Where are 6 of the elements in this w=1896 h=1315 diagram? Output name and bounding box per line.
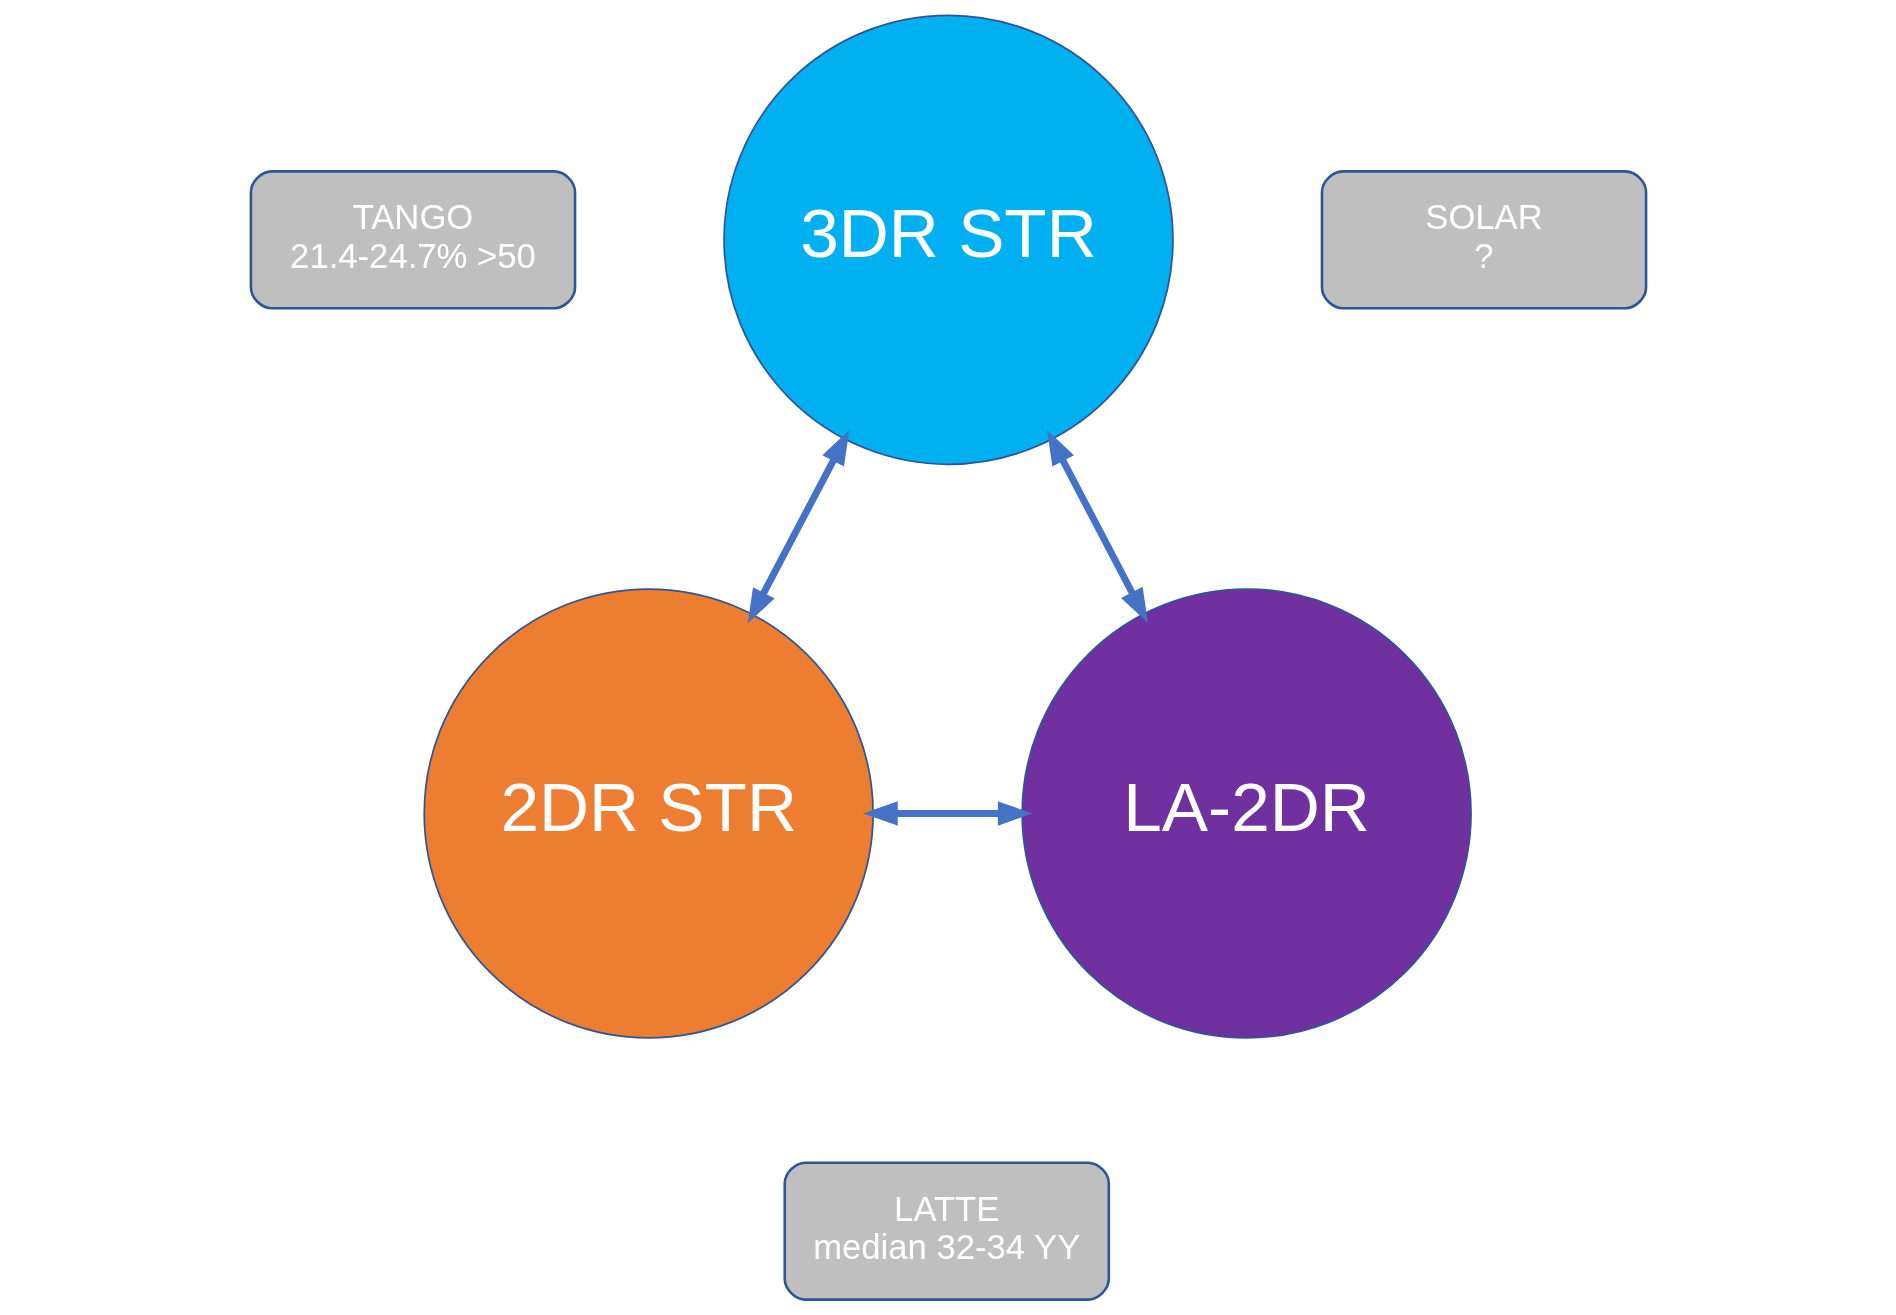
arrow [1046,430,1148,624]
arrow [862,801,1033,826]
node-box: LATTE median 32-34 YY [782,1161,1110,1301]
node-box: SOLAR ? [1320,170,1647,310]
node-box: TANGO 21.4-24.7% >50 [249,170,576,310]
arrow [747,430,849,624]
